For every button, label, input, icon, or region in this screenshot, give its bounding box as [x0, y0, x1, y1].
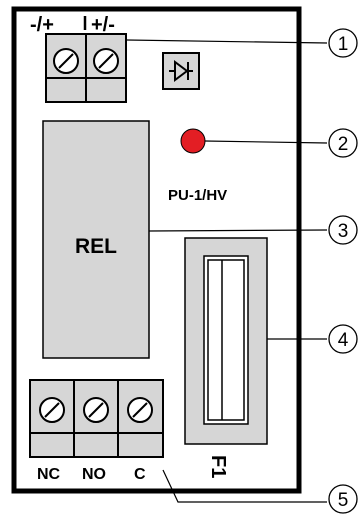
svg-text:3: 3: [338, 221, 349, 242]
top-terminal-right-screw: [93, 48, 119, 74]
bottom-terminal-nc-label: NC: [37, 466, 61, 483]
top-terminal-left-screw: [53, 48, 79, 74]
svg-text:4: 4: [338, 330, 349, 351]
diode-symbol: [162, 52, 200, 90]
bottom-terminal-nc-screw: [39, 397, 65, 423]
callout-1: 1: [328, 28, 358, 58]
fuse-label: F1: [207, 455, 229, 478]
leader-line-5: [162, 469, 327, 503]
relay: [42, 120, 150, 359]
top-terminal-block: [45, 33, 127, 103]
leader-line-2: [204, 140, 328, 144]
leader-line-1: [125, 39, 328, 44]
callout-4: 4: [328, 324, 358, 354]
top-terminal-right-label: +/-: [91, 14, 115, 36]
relay-label: REL: [75, 235, 117, 258]
bottom-terminal-c-screw: [127, 397, 153, 423]
bottom-terminal-block: [29, 379, 164, 458]
svg-text:5: 5: [338, 490, 349, 511]
module-name: PU-1/HV: [168, 187, 227, 204]
bottom-terminal-c-label: C: [134, 466, 146, 483]
callout-3: 3: [328, 215, 358, 245]
svg-text:2: 2: [338, 134, 349, 155]
leader-line-3: [148, 229, 328, 232]
led-indicator: [180, 128, 206, 154]
svg-text:1: 1: [338, 34, 349, 55]
callout-5: 5: [328, 484, 358, 514]
top-terminal-left-label: -/+: [30, 14, 54, 36]
callout-2: 2: [328, 128, 358, 158]
bottom-terminal-no-label: NO: [82, 466, 106, 483]
bottom-terminal-no-screw: [83, 397, 109, 423]
fuse-holder: [184, 237, 268, 445]
